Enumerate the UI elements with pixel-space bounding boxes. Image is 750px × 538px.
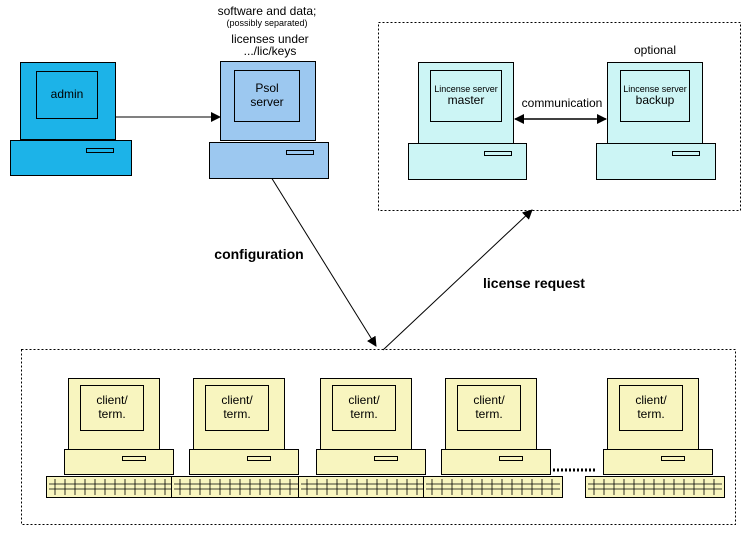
computer-base: [596, 143, 716, 180]
disk-drive: [499, 456, 523, 461]
disk-drive: [286, 150, 314, 155]
client-label: client/ term.: [348, 393, 380, 421]
possibly-separated-label: (possibly separated): [226, 18, 308, 28]
configuration-label: configuration: [214, 246, 304, 262]
computer-base: [441, 449, 551, 475]
computer-base: [189, 449, 299, 475]
screen: client/ term.: [80, 385, 144, 431]
client-label: client/ term.: [635, 393, 667, 421]
computer-base: [408, 143, 527, 180]
client-label: client/ term.: [221, 393, 253, 421]
clients-box: [21, 349, 736, 525]
computer-base: [64, 449, 174, 475]
configuration-arrow: [270, 176, 377, 347]
screen: client/ term.: [619, 385, 683, 431]
backup-small-label: Lincense server: [623, 83, 687, 94]
screen: Psol server: [234, 70, 300, 122]
optional-label: optional: [633, 43, 677, 57]
keyboard: [423, 476, 563, 498]
screen: Lincense server master: [430, 70, 502, 122]
disk-drive: [672, 151, 700, 156]
admin-label: admin: [50, 87, 84, 102]
lic-keys-path-label: .../lic/keys: [243, 44, 297, 58]
client-label: client/ term.: [96, 393, 128, 421]
screen: client/ term.: [205, 385, 269, 431]
disk-drive: [374, 456, 398, 461]
license-servers-box: [378, 22, 741, 211]
license-request-label: license request: [483, 275, 585, 291]
keyboard: [298, 476, 438, 498]
disk-drive: [661, 456, 685, 461]
communication-label: communication: [521, 96, 603, 110]
master-label: master: [447, 93, 485, 108]
client-label: client/ term.: [473, 393, 505, 421]
screen: client/ term.: [457, 385, 521, 431]
screen: admin: [36, 71, 98, 119]
screen: client/ term.: [332, 385, 396, 431]
disk-drive: [484, 151, 512, 156]
licenses-under-label: licenses under: [231, 32, 309, 46]
keyboard: [171, 476, 311, 498]
computer-base: [316, 449, 426, 475]
keyboard: [46, 476, 186, 498]
computer-base: [10, 140, 132, 176]
psol-server-label: Psol server: [250, 81, 284, 109]
disk-drive: [247, 456, 271, 461]
disk-drive: [86, 148, 114, 153]
screen: Lincense server backup: [620, 70, 690, 122]
computer-base: [209, 142, 329, 179]
computer-base: [603, 449, 713, 475]
license-request-arrow: [382, 209, 533, 351]
master-small-label: Lincense server: [434, 83, 498, 94]
keyboard: [585, 476, 725, 498]
disk-drive: [122, 456, 146, 461]
backup-label: backup: [635, 93, 675, 108]
software-label: software and data;: [217, 4, 317, 18]
